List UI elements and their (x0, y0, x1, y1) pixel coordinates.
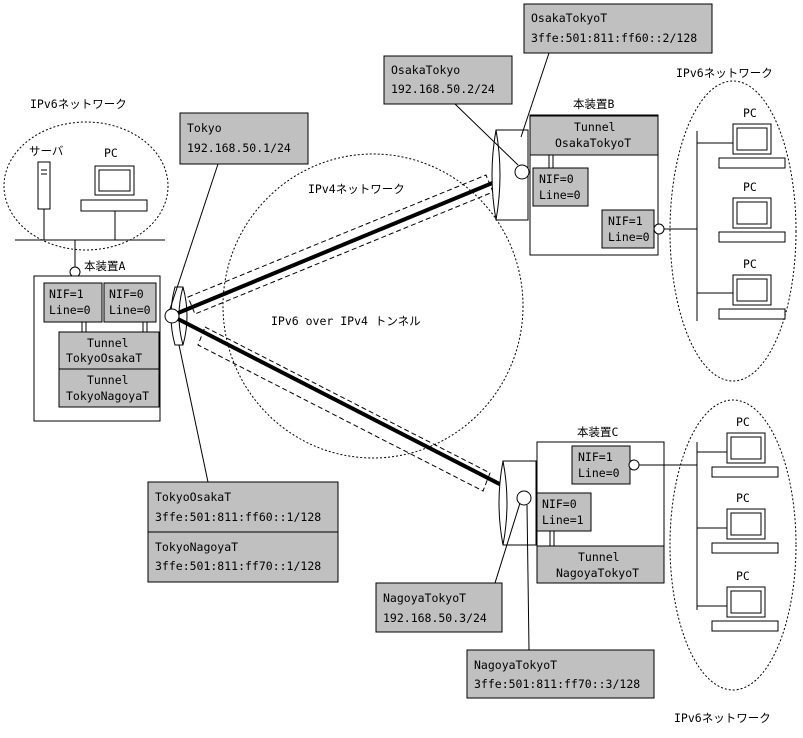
pc-label-left: PC (104, 146, 118, 160)
device-a-tunnel2-name: TokyoNagoyaT (66, 389, 149, 403)
device-b-if2-nif: NIF=1 (608, 214, 643, 228)
pc-label: PC (743, 180, 757, 194)
callout-nagoya-t-addr: 3ffe:501:811:ff70::3/128 (474, 677, 640, 691)
device-c-title: 本装置C (577, 425, 618, 439)
tunnel-caption: IPv6 over IPv4 トンネル (271, 314, 421, 328)
pc-icon-left (80, 165, 148, 240)
callout-osakatokyot: OsakaTokyoT 3ffe:501:811:ff60::2/128 (520, 3, 713, 138)
pc-right-bottom-3: PC (697, 569, 779, 632)
callout-tokyo-osaka-name: TokyoOsakaT (155, 490, 231, 504)
device-c-if2-line: Line=1 (542, 513, 584, 527)
device-a-tunnel1-name: TokyoOsakaT (66, 351, 142, 365)
callout-tokyo-name: Tokyo (187, 121, 222, 135)
device-c-if-nif0 (536, 492, 592, 532)
device-c-tunnel-endpoint (498, 460, 537, 546)
device-a-if2-line: Line=0 (109, 303, 151, 317)
device-b-if-nif0 (532, 167, 589, 207)
server-icon (37, 161, 51, 240)
callout-tokyo-nagoya-addr: 3ffe:501:811:ff70::1/128 (155, 559, 321, 573)
ipv4-network-cloud (222, 153, 524, 459)
callout-nagoyatokyo: NagoyaTokyoT 192.168.50.3/24 (375, 502, 521, 633)
pc-right-bottom-1: PC (697, 415, 779, 478)
pc-right-bottom-2: PC (697, 491, 779, 554)
device-a-tunnel-tokyoosaka (58, 331, 160, 370)
device-a-if1-nif: NIF=1 (49, 287, 84, 301)
device-c-if2-nif: NIF=0 (542, 497, 577, 511)
device-c-if1-line: Line=0 (578, 466, 620, 480)
tunnel-path-ac (197, 326, 491, 492)
device-a-if-nif1 (43, 282, 103, 323)
ipv6-network-left-cloud (3, 121, 169, 251)
device-c-if1-nif: NIF=1 (578, 450, 613, 464)
callout-nagoyatokyot: NagoyaTokyoT 3ffe:501:811:ff70::3/128 (466, 504, 655, 699)
device-b-if1-nif: NIF=0 (539, 172, 574, 186)
device-c-tunnel-nagoyatokyo (536, 545, 665, 584)
callout-tokyo-osaka-addr: 3ffe:501:811:ff60::1/128 (155, 510, 321, 524)
callout-osaka-t-addr: 3ffe:501:811:ff60::2/128 (531, 31, 697, 45)
device-a-if2-nif: NIF=0 (109, 287, 144, 301)
device-a-tunnel1-title: Tunnel (87, 336, 129, 350)
device-b-if2-line: Line=0 (608, 230, 650, 244)
pc-label: PC (743, 257, 757, 271)
device-c-tunnel-title: Tunnel (578, 550, 620, 564)
device-b-title: 本装置B (573, 97, 614, 111)
device-b-if-nif1 (601, 209, 655, 249)
pc-label: PC (736, 569, 750, 583)
ipv4-link-a-c (177, 317, 524, 498)
callout-tokyo-nagoya-name: TokyoNagoyaT (155, 540, 238, 554)
device-b-connectors (548, 155, 554, 168)
pc-label: PC (743, 106, 757, 120)
callout-tokyo-addr: 192.168.50.1/24 (187, 141, 291, 155)
device-a-if1-line: Line=0 (49, 303, 91, 317)
ipv6-network-left-label: IPv6ネットワーク (30, 97, 127, 111)
pc-right-top-3: PC (697, 257, 786, 320)
device-a-tunnel-endpoint (164, 286, 188, 346)
ipv6-network-right-top-label: IPv6ネットワーク (676, 66, 773, 80)
device-b-if1-line: Line=0 (539, 188, 581, 202)
device-a-tunnel2-title: Tunnel (87, 373, 129, 387)
callout-tokyo: Tokyo 192.168.50.1/24 (169, 112, 309, 310)
device-c-lan-port (628, 459, 640, 471)
device-a-title: 本装置A (84, 259, 125, 273)
ipv4-link-a-b (177, 170, 520, 315)
device-b-tunnel-endpoint (491, 129, 530, 221)
ipv6-network-right-bottom-label: IPv6ネットワーク (674, 711, 771, 725)
device-b-tunnel-name: OsakaTokyoT (555, 136, 631, 150)
device-b-lan-port (653, 223, 665, 235)
callout-tokyo-tunnels: TokyoOsakaT 3ffe:501:811:ff60::1/128 Tok… (147, 344, 339, 583)
pc-right-top-2: PC (718, 180, 786, 243)
device-b-tunnel-title: Tunnel (574, 120, 616, 134)
callout-nagoya-t-name: NagoyaTokyoT (474, 658, 557, 672)
device-a-tunnel-tokyonagoya (58, 368, 160, 408)
ipv6-network-right-bottom-cloud (669, 399, 797, 691)
callout-nagoya-name: NagoyaTokyoT (383, 591, 466, 605)
pc-label: PC (736, 415, 750, 429)
device-a-connectors (81, 322, 148, 332)
callout-osaka-t-name: OsakaTokyoT (531, 11, 607, 25)
device-a-if-nif0 (103, 282, 157, 323)
callout-osaka-name: OsakaTokyo (391, 63, 460, 77)
device-c-tunnel-name: NagoyaTokyoT (556, 566, 639, 580)
callout-osakatokyo: OsakaTokyo 192.168.50.2/24 (383, 55, 519, 166)
pc-label: PC (736, 491, 750, 505)
ipv6-network-right-top-cloud (669, 80, 797, 382)
callout-nagoya-addr: 192.168.50.3/24 (383, 611, 487, 625)
device-b-tunnel-osakatokyo (529, 115, 659, 156)
device-c-connectors (549, 531, 555, 546)
pc-right-top-1: PC (697, 106, 786, 169)
ipv4-network-label: IPv4ネットワーク (308, 182, 405, 196)
server-label: サーバ (29, 144, 64, 158)
callout-osaka-addr: 192.168.50.2/24 (391, 82, 495, 96)
